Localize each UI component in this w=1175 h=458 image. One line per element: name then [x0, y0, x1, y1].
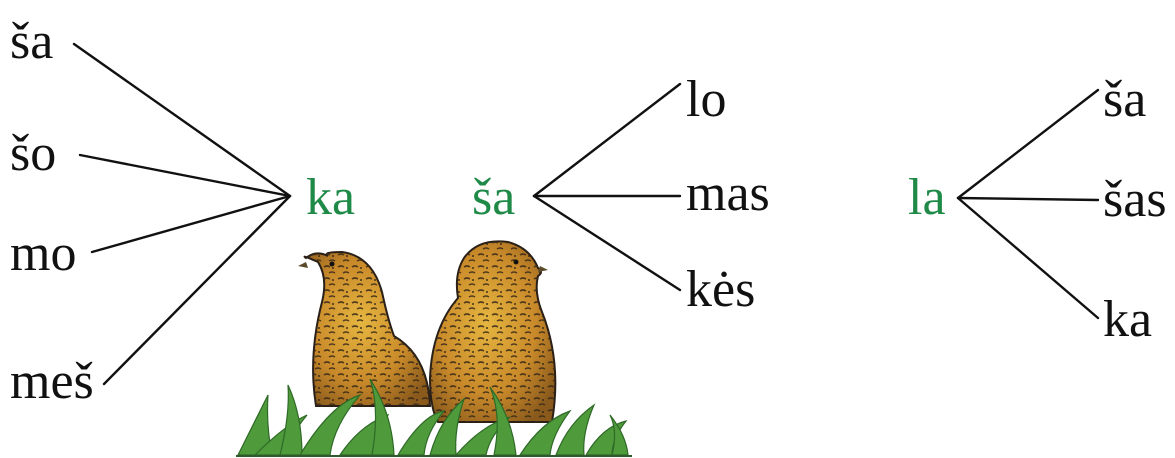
syllable-group-la: la ša šas ka	[908, 71, 1167, 348]
suffix-syllable: šas	[1103, 171, 1167, 228]
prefix-syllable: ša	[10, 13, 53, 70]
connector-line	[956, 88, 1100, 200]
connector-line	[532, 82, 682, 198]
prefix-syllable: meš	[10, 353, 94, 410]
connector-line	[532, 194, 682, 292]
connector-line	[956, 196, 1100, 320]
connector-line	[102, 194, 292, 386]
hub-syllable: ša	[472, 169, 515, 226]
suffix-syllable: kės	[686, 261, 755, 318]
connector-line	[72, 42, 292, 198]
connector-line	[90, 194, 292, 254]
prefix-syllable: mo	[10, 225, 76, 282]
suffix-syllable: mas	[686, 165, 770, 222]
prefix-syllable: šo	[10, 125, 56, 182]
hub-syllable: ka	[306, 169, 355, 226]
suffix-syllable: ša	[1103, 71, 1146, 128]
partridge-left-icon	[298, 250, 432, 407]
connector-line	[78, 153, 292, 198]
two-partridges-in-grass-icon	[236, 240, 632, 457]
suffix-syllable: lo	[686, 71, 726, 128]
hub-syllable: la	[908, 169, 946, 226]
suffix-syllable: ka	[1103, 291, 1152, 348]
syllable-group-ka: ša šo mo meš ka	[10, 13, 355, 410]
connector-line	[956, 196, 1100, 202]
syllable-group-sa: ša lo mas kės	[472, 71, 770, 318]
grass-icon	[237, 378, 629, 456]
partridge-right-icon	[428, 240, 557, 423]
